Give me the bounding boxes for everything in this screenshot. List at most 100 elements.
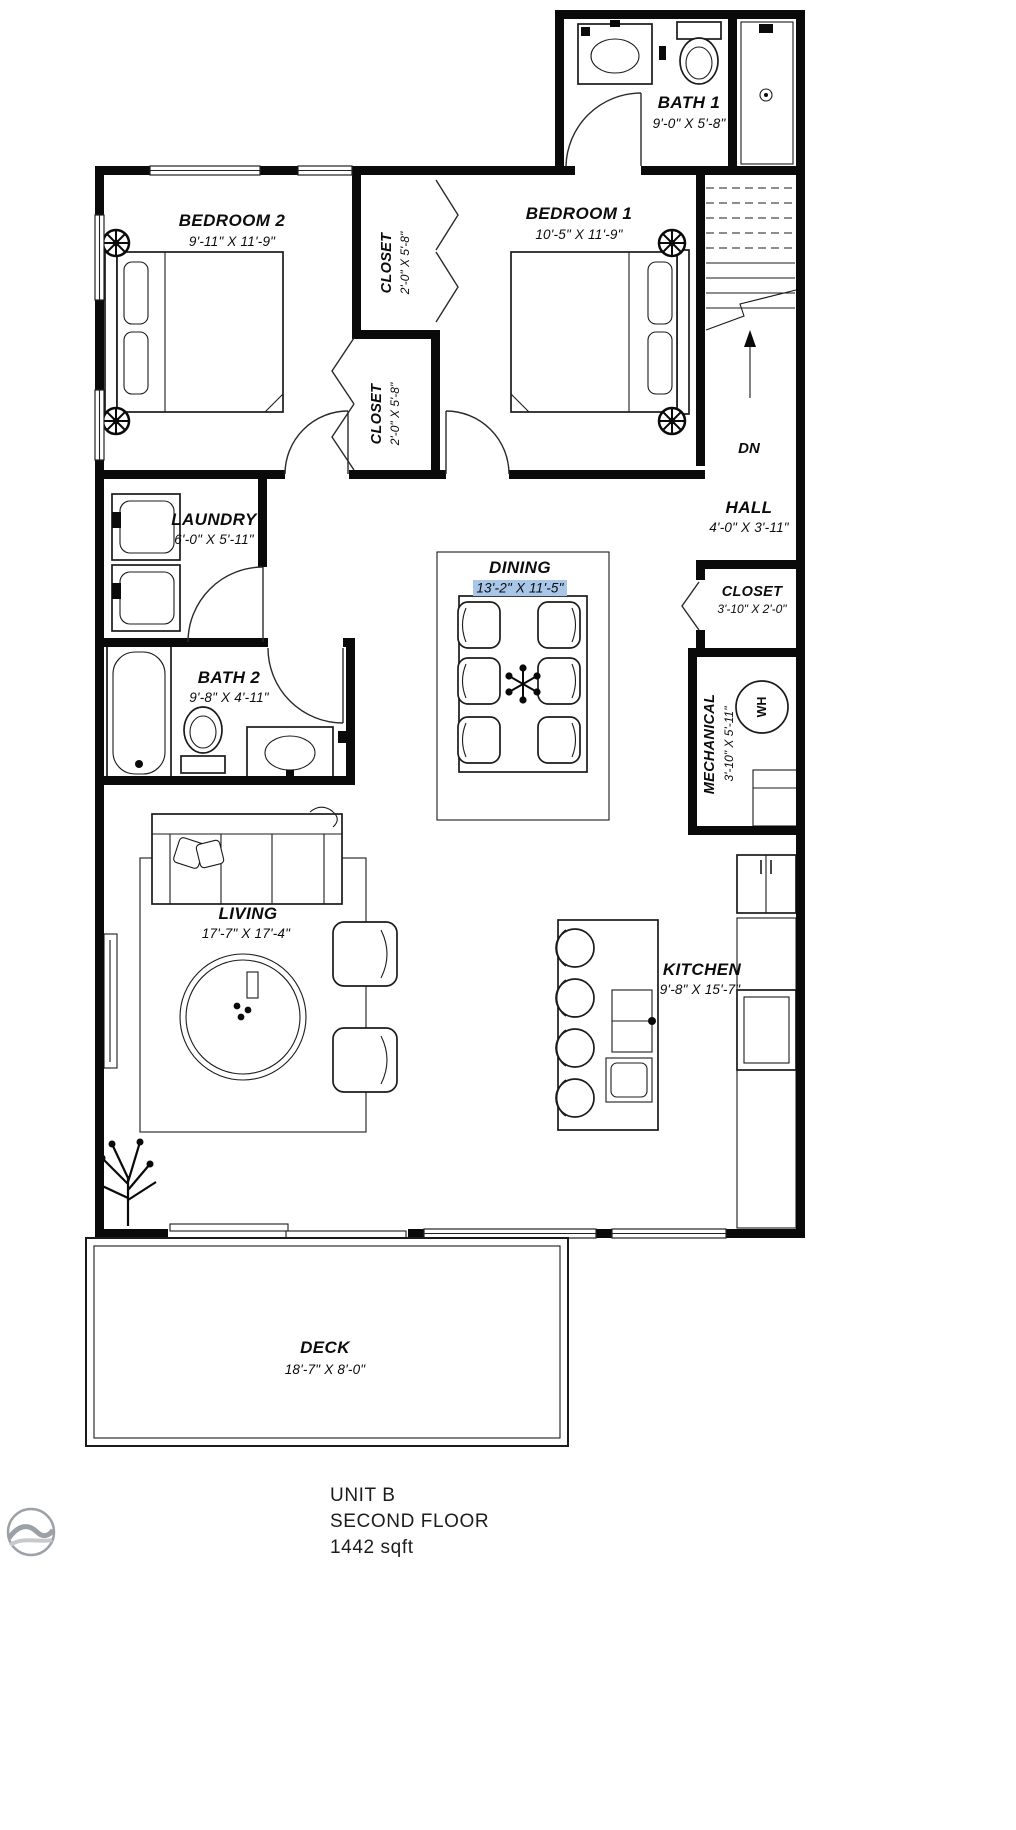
tv-console — [103, 933, 118, 1069]
wall-sconce-icon — [101, 228, 131, 258]
faucet-icon — [648, 1017, 656, 1025]
door-swing — [445, 410, 510, 475]
laundry-name-label: LAUNDRY — [171, 510, 258, 529]
armchairs — [332, 921, 398, 1093]
wall-sconce-icon — [657, 228, 687, 258]
dining-set — [457, 595, 588, 773]
dining-chair — [537, 716, 581, 764]
bifold-door — [331, 337, 355, 471]
shower-stall — [740, 21, 794, 165]
closet-top-dims-label: 2'-0" X 5'-8" — [398, 231, 412, 295]
mechanical-name-label: MECHANICAL — [702, 694, 718, 794]
bedroom1-bed — [510, 249, 690, 415]
bar-stools — [555, 928, 595, 1118]
dining-chair — [457, 657, 501, 705]
armchair — [332, 1027, 398, 1093]
armchair — [332, 921, 398, 987]
throw-pillow — [195, 839, 225, 869]
throw-blanket — [309, 806, 338, 828]
living-rug — [179, 953, 307, 1081]
table-plant-icon — [505, 664, 541, 704]
bath1-dims-label: 9'-0" X 5'-8" — [653, 116, 727, 131]
living-dims-label: 17'-7" X 17'-4" — [202, 926, 291, 941]
window — [149, 165, 261, 176]
water-heater-label: WH — [755, 697, 769, 718]
range-oven — [736, 989, 797, 1071]
plant-decor-icon — [97, 1138, 157, 1226]
dining-chair — [457, 601, 501, 649]
area-label: 1442 sqft — [330, 1537, 414, 1558]
bathtub — [106, 645, 172, 781]
bedroom2-dims-label: 9'-11" X 11'-9" — [189, 234, 276, 249]
bath1-fixtures — [577, 20, 794, 165]
walls — [95, 10, 805, 1238]
hall-closet-name-label: CLOSET — [722, 584, 783, 600]
island-sink — [611, 989, 656, 1053]
bath1-faucet — [610, 20, 620, 27]
window — [297, 165, 353, 176]
kitchen-wall-run — [736, 854, 797, 1229]
logo — [6, 1507, 56, 1557]
window — [611, 1228, 727, 1239]
closet-top-name-label: CLOSET — [379, 232, 395, 293]
closet-door — [681, 581, 700, 631]
bath2-dims-label: 9'-8" X 4'-11" — [189, 690, 270, 705]
bath2-vanity — [246, 726, 334, 780]
deck-dims-label: 18'-7" X 8'-0" — [285, 1362, 367, 1377]
dining-chair — [537, 601, 581, 649]
sliding-door — [169, 1223, 407, 1239]
floor-label: SECOND FLOOR — [330, 1511, 489, 1532]
tp-holder-icon — [659, 46, 666, 60]
dishwasher — [605, 1057, 653, 1103]
kitchen-counter — [736, 917, 797, 1229]
mechanical-dims-label: 3'-10" X 5'-11" — [722, 706, 736, 782]
bath2-toilet — [180, 706, 226, 774]
sofa — [151, 806, 343, 905]
door-swing — [565, 92, 642, 167]
bath2-fixtures — [106, 645, 346, 781]
dining-dims-highlight — [473, 580, 567, 596]
bedroom1-dims-label: 10'-5" X 11'-9" — [535, 227, 623, 242]
hall-dims-label: 4'-0" X 3'-11" — [709, 520, 790, 535]
door-swing — [187, 566, 264, 643]
window — [94, 389, 105, 461]
kitchen-dims-label: 9'-8" X 15'-7" — [660, 982, 742, 997]
bath1-name-label: BATH 1 — [658, 93, 721, 112]
dining-chair — [457, 716, 501, 764]
dining-chair — [537, 657, 581, 705]
doors — [187, 92, 700, 724]
closet-mid-dims-label: 2'-0" X 5'-8" — [388, 382, 402, 446]
bifold-door — [435, 179, 459, 323]
window — [94, 214, 105, 301]
stairs-dn-label: DN — [738, 440, 761, 457]
deck-outline — [85, 1237, 569, 1447]
bath1-soap-dish — [581, 27, 590, 36]
bedroom2-bed — [104, 249, 284, 415]
window — [423, 1228, 597, 1239]
laundry-washer-dryer — [111, 493, 181, 632]
deck-name-label: DECK — [300, 1338, 351, 1357]
water-heater-symbol — [735, 680, 789, 734]
dining-dims-label: 13'-2" X 11'-5" — [476, 581, 564, 596]
labels: BATH 1 9'-0" X 5'-8" BEDROOM 2 9'-11" X … — [171, 93, 790, 1377]
bath1-toilet — [676, 21, 722, 85]
wall-sconce-icon — [101, 406, 131, 436]
dining-area-outline — [436, 551, 610, 821]
bath1-sink — [590, 38, 640, 74]
bath2-name-label: BATH 2 — [198, 668, 261, 687]
stair-break-line — [705, 289, 797, 331]
closet-mid-name-label: CLOSET — [369, 383, 385, 444]
refrigerator — [736, 854, 797, 914]
wall-sconce-icon — [657, 406, 687, 436]
bedroom2-name-label: BEDROOM 2 — [179, 211, 286, 230]
title-block: UNIT B SECOND FLOOR 1442 sqft — [330, 1485, 489, 1558]
mechanical-panel — [752, 769, 798, 827]
dining-name-label: DINING — [489, 558, 551, 577]
tp-holder-icon — [338, 731, 346, 743]
door-swing — [284, 410, 349, 475]
candle-icon — [246, 971, 259, 999]
mechanical-equipment — [735, 680, 798, 827]
shower-valve-icon — [759, 24, 773, 33]
